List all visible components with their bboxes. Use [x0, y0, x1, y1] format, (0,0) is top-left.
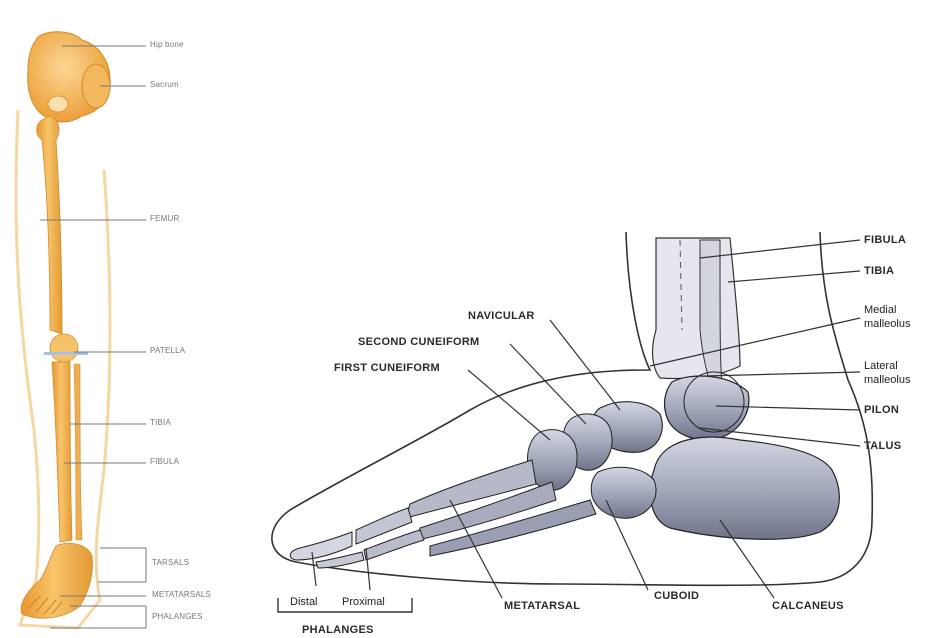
label-femur: FEMUR: [150, 214, 179, 223]
label-patella: PATELLA: [150, 346, 185, 355]
foot-tibia-shape: [653, 238, 740, 379]
label-metatarsal: METATARSAL: [504, 600, 580, 612]
talus-shape: [665, 376, 749, 440]
label-foot-phalanges: PHALANGES: [302, 624, 374, 636]
label-phalanges: PHALANGES: [152, 612, 203, 621]
label-foot-fibula: FIBULA: [864, 234, 906, 246]
label-medial-malleolus-line2: malleolus: [864, 318, 910, 330]
label-lateral-malleolus-line1: Lateral: [864, 360, 898, 372]
label-foot-tibia: TIBIA: [864, 265, 894, 277]
label-hip-bone: Hip bone: [150, 40, 184, 49]
label-medial-malleolus-line1: Medial: [864, 304, 896, 316]
patella-shape: [50, 334, 78, 362]
label-pilon: PILON: [864, 404, 899, 416]
label-calcaneus: CALCANEUS: [772, 600, 844, 612]
label-tibia: TIBIA: [150, 418, 171, 427]
leg-skeleton: [16, 32, 110, 628]
label-second-cuneiform: SECOND CUNEIFORM: [358, 336, 480, 348]
label-fibula: FIBULA: [150, 457, 179, 466]
tibia-shape: [52, 362, 72, 542]
label-distal: Distal: [290, 596, 318, 608]
label-cuboid: CUBOID: [654, 590, 699, 602]
label-talus: TALUS: [864, 440, 901, 452]
label-lateral-malleolus-line2: malleolus: [864, 374, 910, 386]
cuboid-shape: [591, 467, 656, 518]
label-navicular: NAVICULAR: [468, 310, 535, 322]
distal-phalanx: [290, 532, 352, 560]
label-first-cuneiform: FIRST CUNEIFORM: [334, 362, 440, 374]
label-metatarsals: METATARSALS: [152, 590, 211, 599]
calcaneus-shape: [650, 437, 839, 539]
foot-bones-shape: [21, 543, 92, 618]
label-tarsals: TARSALS: [152, 558, 189, 567]
label-sacrum: Sacrum: [150, 80, 179, 89]
label-proximal: Proximal: [342, 596, 385, 608]
leader-foot-tibia: [728, 271, 860, 282]
fibula-shape: [74, 364, 82, 540]
leader-second-cuneiform: [510, 344, 586, 424]
femur-shape: [37, 116, 62, 334]
leader-lateral-malleolus: [704, 372, 860, 376]
